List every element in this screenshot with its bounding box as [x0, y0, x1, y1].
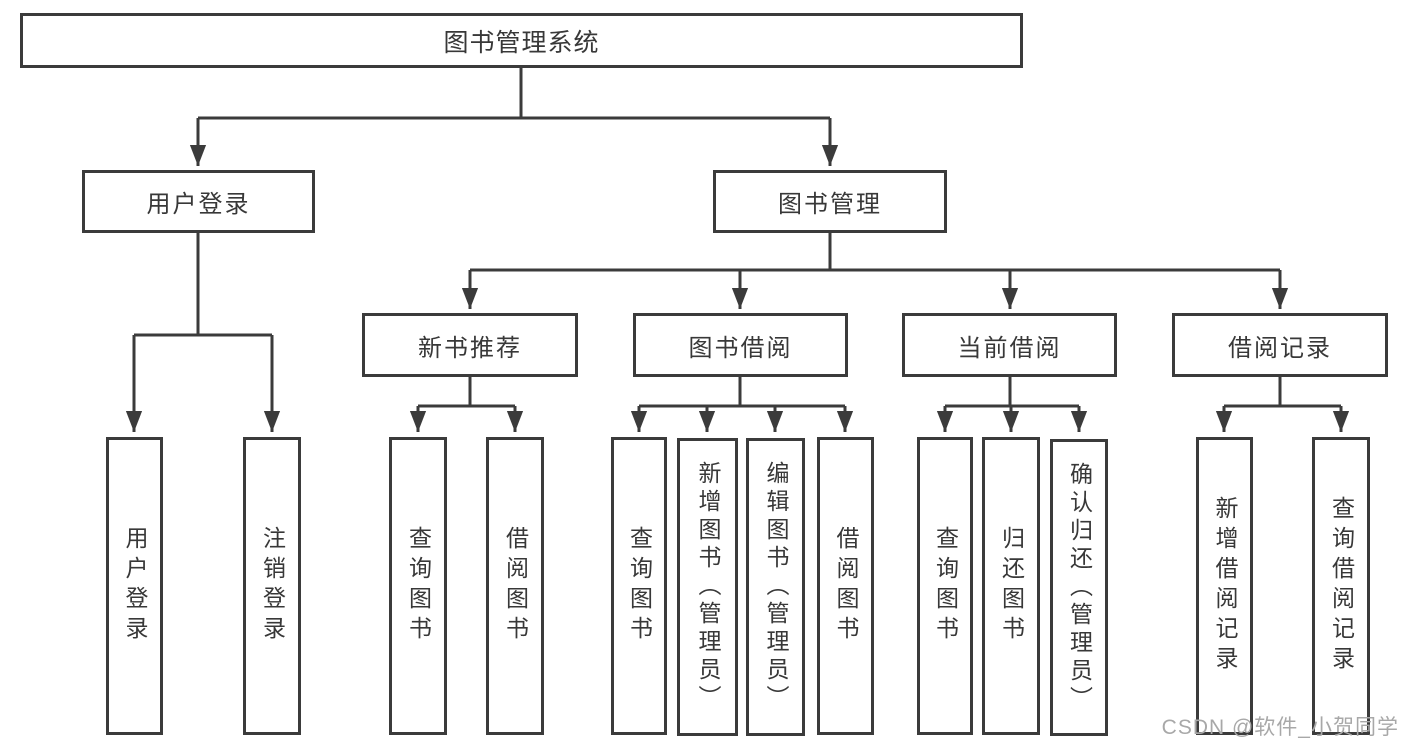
leaf-return-books: 归还图书	[982, 437, 1040, 735]
csdn-watermark: CSDN @软件_小贺同学	[1161, 716, 1399, 739]
leaf-add-books-admin: 新增图书（管理员）	[677, 438, 738, 736]
leaf-recommend-query-books: 查询图书	[389, 437, 447, 735]
node-book-borrowing: 图书借阅	[633, 313, 848, 377]
leaf-add-borrow-record: 新增借阅记录	[1196, 437, 1253, 735]
node-root: 图书管理系统	[20, 13, 1023, 68]
leaf-edit-books-admin: 编辑图书（管理员）	[746, 438, 805, 736]
leaf-borrowing-borrow-books: 借阅图书	[817, 437, 874, 735]
node-user-login: 用户登录	[82, 170, 315, 233]
leaf-user-login: 用户登录	[106, 437, 163, 735]
node-book-management: 图书管理	[713, 170, 947, 233]
leaf-query-borrow-record: 查询借阅记录	[1312, 437, 1370, 735]
node-new-book-recommendation: 新书推荐	[362, 313, 578, 377]
leaf-logout-login: 注销登录	[243, 437, 301, 735]
node-borrowing-records: 借阅记录	[1172, 313, 1388, 377]
leaf-current-query-books: 查询图书	[917, 437, 973, 735]
leaf-confirm-return-admin: 确认归还（管理员）	[1050, 439, 1108, 736]
leaf-borrowing-query-books: 查询图书	[611, 437, 667, 735]
node-current-borrowing: 当前借阅	[902, 313, 1117, 377]
leaf-recommend-borrow-books: 借阅图书	[486, 437, 544, 735]
